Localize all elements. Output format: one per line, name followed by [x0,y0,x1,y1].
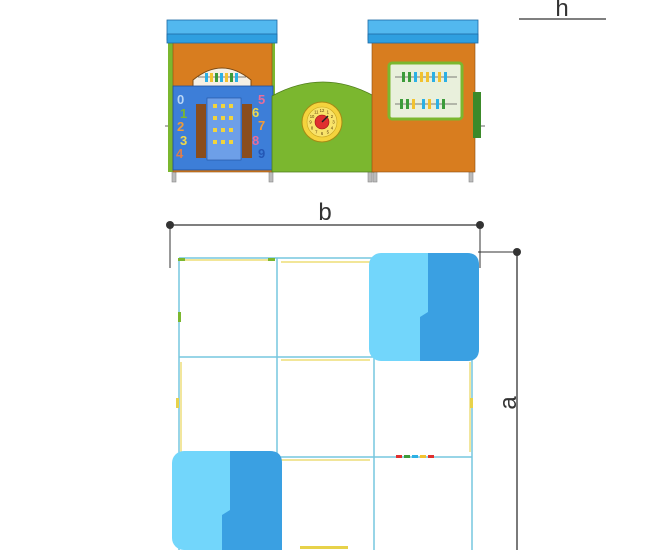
floor-grid-accents [180,259,471,461]
digit-1: 1 [180,106,187,121]
digit-4: 4 [176,146,184,161]
clock-numeral: 9 [309,120,312,125]
floor-plan [172,253,479,550]
digit-5: 5 [258,92,265,107]
height-label: h [555,0,568,22]
clock-numeral: 5 [327,129,330,134]
clock-numeral: 10 [310,114,315,119]
clock-numeral: 1 [327,110,330,115]
length-label: a [495,396,522,410]
right-house [367,19,481,173]
clock-numeral: 4 [331,125,334,130]
left-roof-edge [166,33,278,44]
clock-numeral: 12 [320,108,325,113]
left-abacus [198,73,246,82]
panel-slot-left [196,104,206,158]
roof-top-right [369,253,479,361]
clock-numeral: 11 [314,110,319,115]
length-dim-start [513,248,521,256]
clock-numeral: 8 [311,125,314,130]
digit-7: 7 [258,118,265,133]
clock-numeral: 6 [321,131,324,136]
width-label: b [318,199,331,226]
digit-8: 8 [252,133,259,148]
clock-numeral: 3 [332,120,335,125]
left-house: 0 1 2 3 4 5 6 7 8 9 [166,19,278,173]
roof-top-left [172,451,282,550]
length-dimension: a [478,248,522,550]
right-abacus [395,72,457,109]
left-post [168,40,174,172]
height-dimension: h [519,0,606,22]
clock-numeral: 2 [331,114,334,119]
panel-slot-right [242,104,252,158]
roof-top-right-dark [420,253,479,361]
digit-2: 2 [177,119,184,134]
floor-grid-marks [176,258,473,549]
pegs [213,104,233,144]
digit-6: 6 [252,105,259,120]
width-dimension: b [166,199,484,268]
digit-9: 9 [258,146,265,161]
roof-top-left-dark [222,451,282,550]
right-side-green [473,92,481,138]
right-window [387,61,464,121]
clock-hand [321,115,329,123]
right-roof-edge [367,33,479,44]
clock-numeral: 7 [315,129,318,134]
digit-3: 3 [180,133,187,148]
digit-0: 0 [177,92,184,107]
